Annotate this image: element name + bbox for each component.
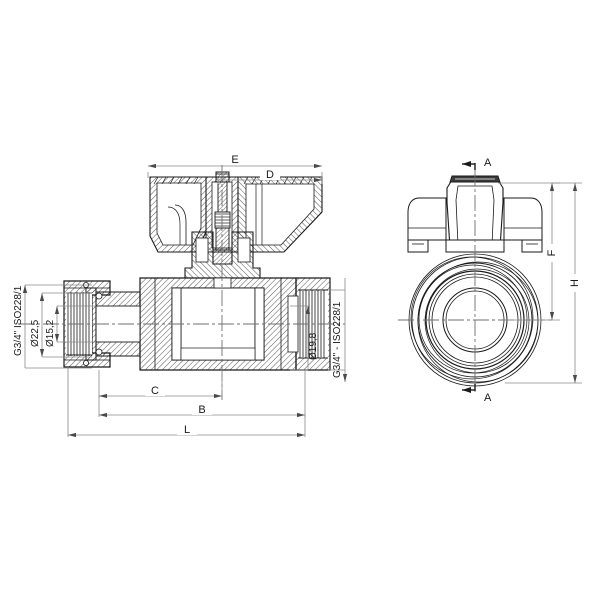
callout-thread-right-label: G3/4" - ISO228/1	[332, 301, 343, 378]
ball-stem-slot	[213, 277, 232, 289]
bonnet-cavity-right	[237, 237, 251, 263]
callout-thread-left: G3/4" ISO228/1	[13, 284, 92, 369]
stem-shaft-upper	[217, 181, 228, 213]
callout-thread-left-label: G3/4" ISO228/1	[13, 285, 24, 356]
body-bottom-detail	[180, 347, 256, 361]
seal-oring-top	[95, 292, 103, 300]
dim-b: B	[98, 370, 306, 418]
handle-left-rib	[174, 204, 187, 245]
dim-c-label: C	[151, 385, 159, 397]
valve-stem-assembly	[212, 171, 233, 265]
nut-detail-hole-bottom	[83, 359, 90, 366]
dim-l-label: L	[184, 424, 190, 436]
callout-dia-19-8-label: Ø19,8	[308, 332, 319, 360]
dim-b-label: B	[198, 404, 205, 416]
circle-hex-2	[410, 256, 534, 380]
section-view	[18, 165, 345, 400]
circle-body-3	[424, 268, 530, 374]
seal-oring-bottom	[95, 348, 103, 356]
valve-bonnet	[184, 231, 261, 279]
section-marker-bottom: A	[462, 384, 492, 404]
section-marker-top: A	[462, 157, 492, 170]
dim-f-label: F	[546, 249, 558, 256]
callout-dia-22-5-label: Ø22,5	[30, 319, 41, 347]
callout-thread-right: G3/4" - ISO228/1	[328, 278, 348, 382]
section-marker-bottom-label: A	[484, 392, 492, 404]
end-handle-foot-left	[407, 239, 429, 253]
dim-h-label: H	[569, 279, 581, 287]
handle-grip-serrations-left	[153, 176, 199, 185]
stem-thread	[214, 211, 231, 229]
dim-e-label: E	[231, 154, 238, 166]
end-view	[398, 170, 552, 392]
bonnet-cavity-left	[195, 237, 209, 263]
callout-dia-22-5: Ø22,5	[30, 292, 92, 358]
dim-f: F	[498, 182, 560, 321]
callout-dia-15-2-label: Ø15,2	[45, 319, 56, 347]
dim-d-label: D	[266, 169, 274, 181]
stem-flange	[212, 249, 233, 265]
dim-c: C	[98, 370, 223, 399]
dim-e: E	[147, 152, 323, 178]
callout-dia-19-8: Ø19,8	[290, 305, 319, 371]
end-handle-foot-right	[521, 239, 543, 253]
dim-d: D	[217, 167, 323, 184]
dim-l: L	[67, 367, 306, 438]
section-marker-top-label: A	[484, 157, 492, 169]
callout-dia-15-2: Ø15,2	[45, 305, 96, 347]
end-handle-wing-right	[503, 197, 543, 241]
dim-h: H	[505, 182, 582, 384]
stem-shaft-lower	[215, 227, 230, 251]
end-handle-wing-left	[407, 197, 447, 241]
handle-left-rib2	[167, 206, 181, 245]
